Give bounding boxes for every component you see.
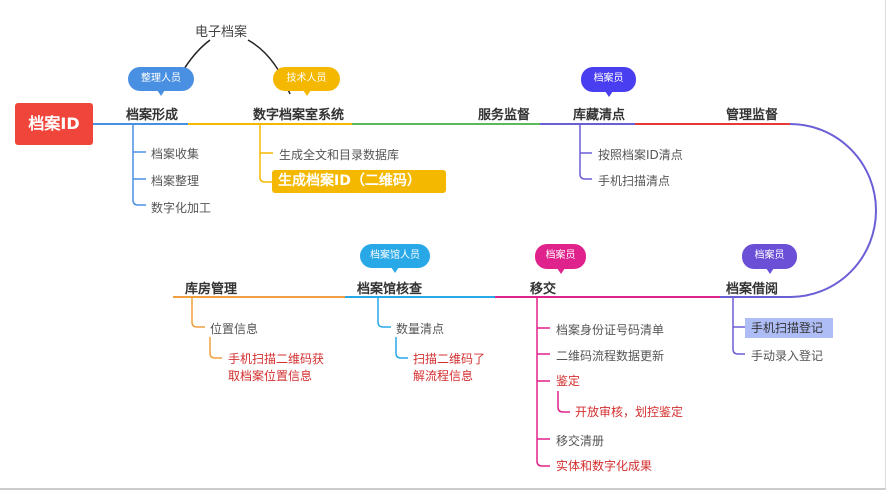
child-node[interactable]: 生成全文和目录数据库: [279, 148, 400, 162]
child-node[interactable]: 移交清册: [556, 434, 605, 448]
root-node[interactable]: 档案ID: [15, 103, 93, 145]
child-node[interactable]: 扫描二维码了: [413, 352, 486, 366]
stage-archive-borrowing[interactable]: 档案借阅: [726, 282, 779, 297]
child-node[interactable]: 手动录入登记: [751, 349, 824, 363]
electronic-archive-note: 电子档案: [195, 25, 248, 40]
child-node[interactable]: 开放审核，划控鉴定: [575, 405, 684, 419]
role-bubble: 档案员: [742, 244, 797, 274]
stage-archive-formation[interactable]: 档案形成: [126, 108, 179, 123]
role-bubble: 档案员: [535, 244, 586, 274]
role-bubble: 档案员: [581, 67, 636, 97]
stage-archive-hall-check[interactable]: 档案馆核查: [357, 282, 423, 297]
child-node[interactable]: 二维码流程数据更新: [556, 349, 665, 363]
role-bubble: 档案馆人员: [360, 244, 430, 273]
highlighted-child-node[interactable]: 生成档案ID（二维码）: [272, 170, 446, 193]
child-node[interactable]: 解流程信息: [413, 369, 474, 383]
child-node[interactable]: 实体和数字化成果: [556, 459, 653, 473]
child-node[interactable]: 档案整理: [151, 174, 200, 188]
child-node[interactable]: 位置信息: [210, 322, 259, 336]
child-node[interactable]: 取档案位置信息: [228, 369, 313, 383]
role-bubble: 技术人员: [273, 67, 340, 96]
role-bubble: 整理人员: [128, 67, 194, 96]
stage-warehouse-management[interactable]: 库房管理: [185, 282, 238, 297]
child-node[interactable]: 档案身份证号码清单: [556, 323, 665, 337]
child-node[interactable]: 数字化加工: [151, 201, 212, 215]
child-node[interactable]: 鉴定: [556, 374, 581, 388]
stage-management-supervision[interactable]: 管理监督: [726, 108, 779, 123]
stage-inventory-check[interactable]: 库藏清点: [573, 108, 626, 123]
stage-digital-archive-system[interactable]: 数字档案室系统: [253, 108, 345, 123]
child-node[interactable]: 手机扫描清点: [598, 174, 671, 188]
highlighted-child-node[interactable]: 手机扫描登记: [745, 318, 833, 338]
child-node[interactable]: 按照档案ID清点: [598, 148, 683, 162]
child-node[interactable]: 档案收集: [151, 147, 200, 161]
child-node[interactable]: 数量清点: [396, 322, 445, 336]
stage-service-supervision[interactable]: 服务监督: [478, 108, 531, 123]
stage-transfer[interactable]: 移交: [530, 282, 557, 297]
child-node[interactable]: 手机扫描二维码获: [228, 352, 325, 366]
